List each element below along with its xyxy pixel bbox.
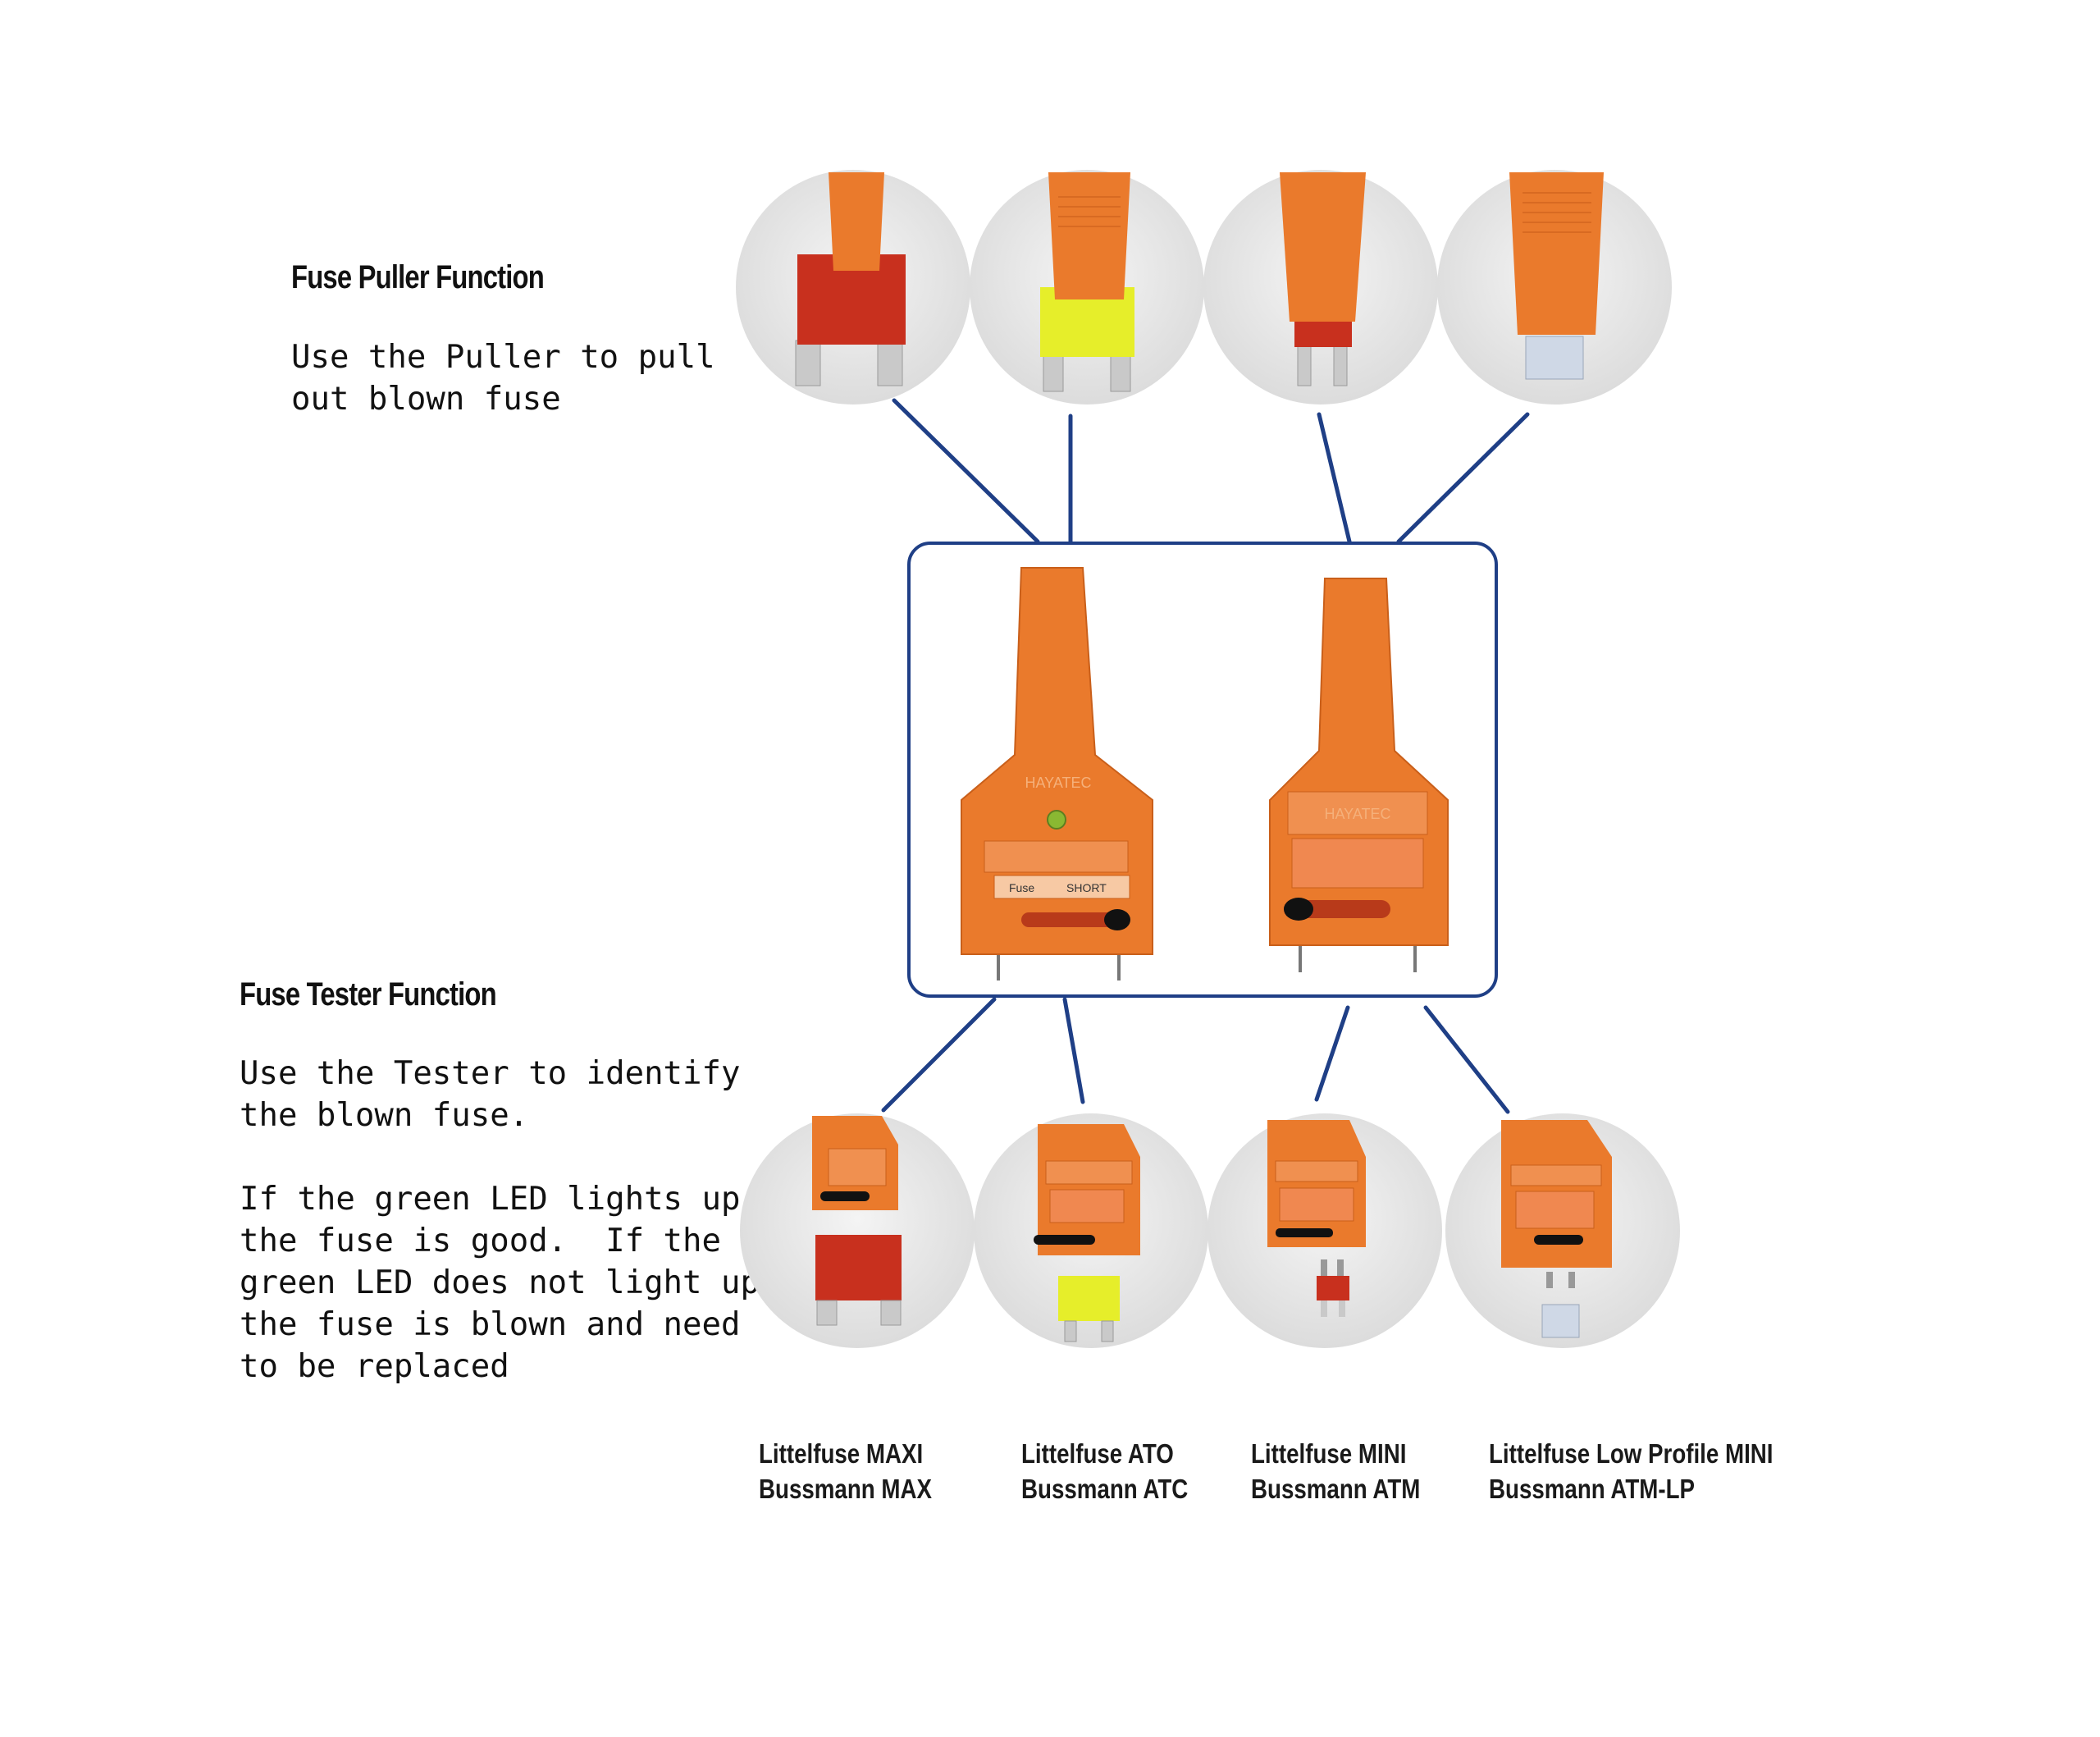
tester-mini-photo [1208,1113,1442,1348]
fuse-type-line-2: Bussmann ATC [1021,1474,1189,1504]
fuse-type-caption-maxi: Littelfuse MAXI Bussmann MAX [759,1436,932,1506]
tester-function-heading: Fuse Tester Function [240,976,497,1012]
fuse-type-line-1: Littelfuse ATO [1021,1438,1174,1469]
led-indicator [1047,810,1066,830]
puller-function-heading: Fuse Puller Function [291,259,545,295]
connector-line [1062,997,1085,1104]
puller-function-description: Use the Puller to pull out blown fuse [291,339,715,418]
fuse-type-caption-mini: Littelfuse MINI Bussmann ATM [1251,1436,1420,1506]
tester-maxi-photo [740,1113,975,1348]
tester-tool-small: HAYATEC [1269,578,1449,972]
tester-short-label: SHORT [1066,881,1107,894]
connector-line [881,997,997,1113]
fuse-type-line-2: Bussmann ATM [1251,1474,1421,1504]
fuse-type-line-2: Bussmann ATM-LP [1489,1474,1696,1504]
puller-mini-photo [1203,170,1438,405]
fuse-type-line-1: Littelfuse MAXI [759,1438,924,1469]
fuse-type-caption-low-profile: Littelfuse Low Profile MINI Bussmann ATM… [1489,1436,1774,1506]
fuse-type-caption-ato: Littelfuse ATO Bussmann ATC [1021,1436,1188,1506]
connector-line [1317,412,1352,544]
connector-line [1314,1005,1350,1102]
tester-brand-label: HAYATEC [1025,775,1091,791]
fuse-type-line-1: Littelfuse MINI [1251,1438,1407,1469]
tester-small-brand-label: HAYATEC [1324,806,1390,822]
tester-low-profile-photo [1445,1113,1680,1348]
tester-ato-photo [974,1113,1208,1348]
fuse-type-line-1: Littelfuse Low Profile MINI [1489,1438,1774,1469]
tester-fuse-label: Fuse [1009,881,1034,894]
fuse-type-line-2: Bussmann MAX [759,1474,933,1504]
connector-line [892,398,1040,544]
puller-low-profile-photo [1437,170,1672,405]
connector-lines [881,398,1530,1114]
tester-function-description: Use the Tester to identify the blown fus… [240,1055,779,1385]
puller-ato-photo [970,170,1204,405]
puller-maxi-photo [736,170,970,405]
tester-tool-large: HAYATEC Fuse SHORT [961,567,1153,980]
connector-line [1423,1005,1510,1114]
connector-line [1396,412,1530,544]
